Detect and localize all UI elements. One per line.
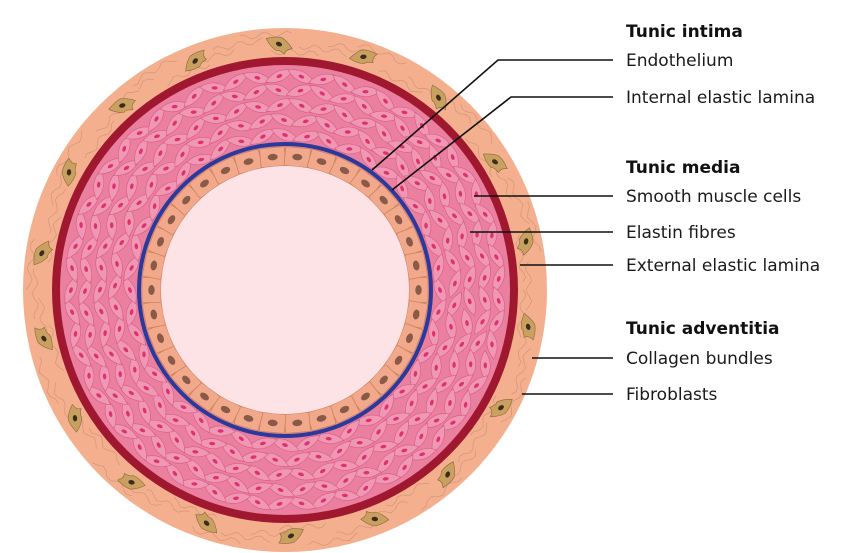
endothelial-cell <box>259 412 286 433</box>
labels: Tunic intima Endothelium Internal elasti… <box>626 22 820 405</box>
heading-tunic-media: Tunic media <box>626 158 740 178</box>
label-fibroblasts: Fibroblasts <box>626 385 718 405</box>
label-internal-elastic-lamina: Internal elastic lamina <box>626 88 815 108</box>
endothelial-cell <box>284 412 311 433</box>
label-endothelium: Endothelium <box>626 51 733 71</box>
heading-tunic-adventitia: Tunic adventitia <box>626 319 780 339</box>
label-external-elastic-lamina: External elastic lamina <box>626 256 820 276</box>
label-elastin-fibres: Elastin fibres <box>626 223 736 243</box>
endothelial-cell <box>259 146 286 167</box>
label-smooth-muscle-cells: Smooth muscle cells <box>626 187 801 207</box>
endothelial-cell <box>409 278 428 303</box>
endothelial-cell <box>284 146 311 167</box>
artery-cross-section <box>23 28 547 552</box>
endothelial-cell <box>142 278 161 303</box>
lumen <box>161 166 409 414</box>
label-collagen-bundles: Collagen bundles <box>626 349 773 369</box>
heading-tunic-intima: Tunic intima <box>626 22 743 42</box>
